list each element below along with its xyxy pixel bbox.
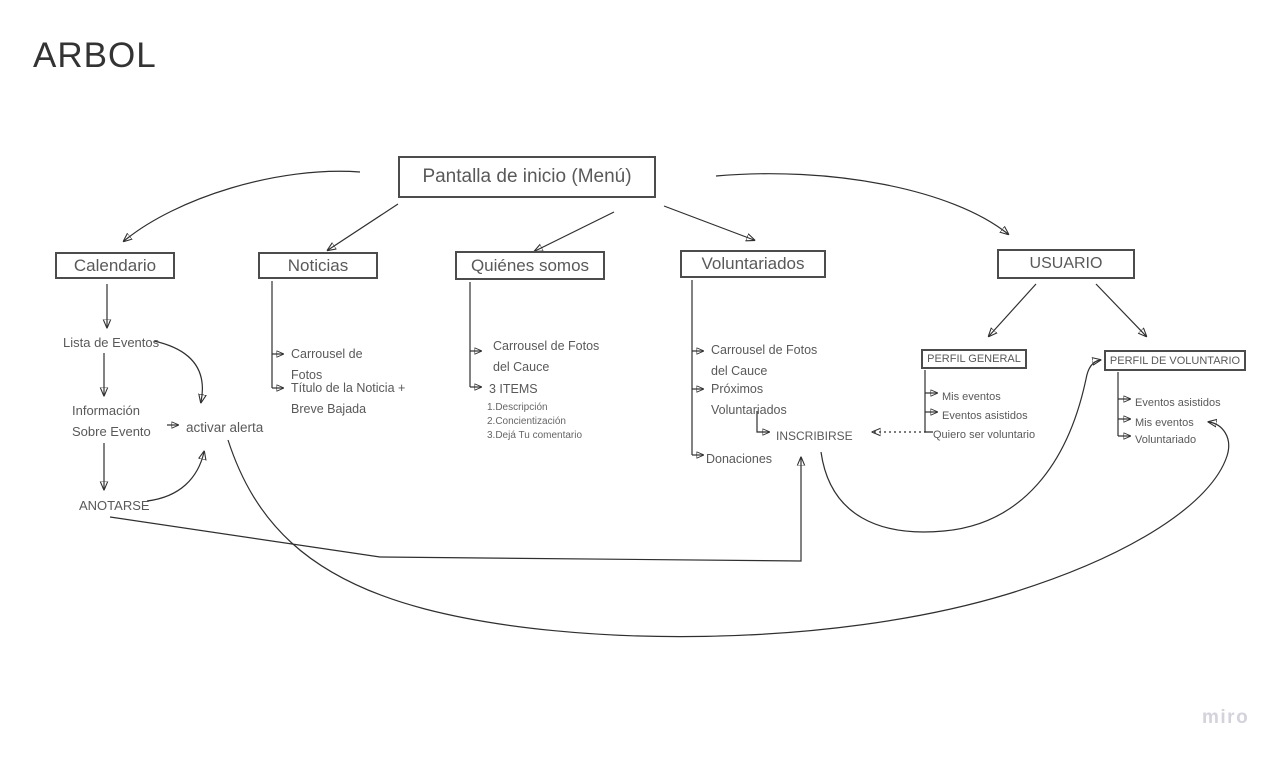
node-lista-de-eventos[interactable]: Lista de Eventos <box>63 335 160 350</box>
node-activar-alerta[interactable]: activar alerta <box>186 420 264 435</box>
node-donaciones[interactable]: Donaciones <box>706 452 773 466</box>
edge-proximos-inscribirse <box>756 411 769 432</box>
node-calendario[interactable]: Calendario <box>55 252 175 279</box>
node-noticias[interactable]: Noticias <box>258 252 378 279</box>
node-item-concientizacion[interactable]: 2.Concientización <box>487 416 566 427</box>
node-pv-voluntariado[interactable]: Voluntariado <box>1135 434 1197 446</box>
edge-lista-activar-alerta <box>153 340 202 402</box>
miro-logo: miro <box>1202 707 1250 728</box>
node-usuario[interactable]: USUARIO <box>997 249 1135 279</box>
edge-usuario-perfil-voluntario <box>1095 283 1146 336</box>
node-quienes-somos[interactable]: Quiénes somos <box>455 251 605 280</box>
node-noticias-titulo-breve-bajada[interactable]: Título de la Noticia + Breve Bajada <box>291 381 406 417</box>
node-quienes-carrousel-cauce[interactable]: Carrousel de Fotos del Cauce <box>493 339 600 375</box>
node-voluntariados-carrousel-cauce[interactable]: Carrousel de Fotos del Cauce <box>711 343 818 379</box>
node-quienes-3-items[interactable]: 3 ITEMS <box>489 382 538 396</box>
node-voluntariados[interactable]: Voluntariados <box>680 250 826 278</box>
node-noticias-carrousel-de-fotos[interactable]: Carrousel de Fotos <box>291 347 363 383</box>
node-pg-eventos-asistidos[interactable]: Eventos asistidos <box>942 410 1028 422</box>
stem-perfil-general <box>924 370 933 433</box>
edge-usuario-perfil-general <box>989 283 1037 336</box>
edge-root-usuario <box>715 173 1008 234</box>
edge-anotarse-inscribirse <box>109 458 801 562</box>
node-pantalla-de-inicio[interactable]: Pantalla de inicio (Menú) <box>398 156 656 198</box>
edge-activar-alerta-mis-eventos <box>227 422 1230 638</box>
node-inscribirse[interactable]: INSCRIBIRSE <box>776 429 853 443</box>
board-title[interactable]: ARBOL <box>33 36 157 75</box>
node-item-descripcion[interactable]: 1.Descripción <box>487 402 548 413</box>
node-pg-mis-eventos[interactable]: Mis eventos <box>942 391 1001 403</box>
node-perfil-general[interactable]: PERFIL GENERAL <box>921 349 1027 369</box>
edge-root-noticias <box>328 203 399 250</box>
node-proximos-voluntariados[interactable]: Próximos Voluntariados <box>711 382 787 418</box>
edge-root-calendario <box>124 170 361 241</box>
node-anotarse[interactable]: ANOTARSE <box>79 498 150 513</box>
node-perfil-de-voluntario[interactable]: PERFIL DE VOLUNTARIO <box>1104 350 1246 371</box>
node-item-deja-tu-comentario[interactable]: 3.Dejá Tu comentario <box>487 430 583 441</box>
node-pv-mis-eventos[interactable]: Mis eventos <box>1135 417 1194 429</box>
edge-root-quienes-somos <box>535 211 615 251</box>
node-pg-quiero-ser-voluntario[interactable]: Quiero ser voluntario <box>933 429 1036 441</box>
edge-inscribirse-perfil-voluntario <box>820 360 1100 533</box>
edge-root-voluntariados <box>663 205 754 240</box>
edge-anotarse-activar-alerta <box>146 452 204 502</box>
node-pv-eventos-asistidos[interactable]: Eventos asistidos <box>1135 397 1221 409</box>
node-informacion-sobre-evento[interactable]: Información Sobre Evento <box>72 403 151 439</box>
